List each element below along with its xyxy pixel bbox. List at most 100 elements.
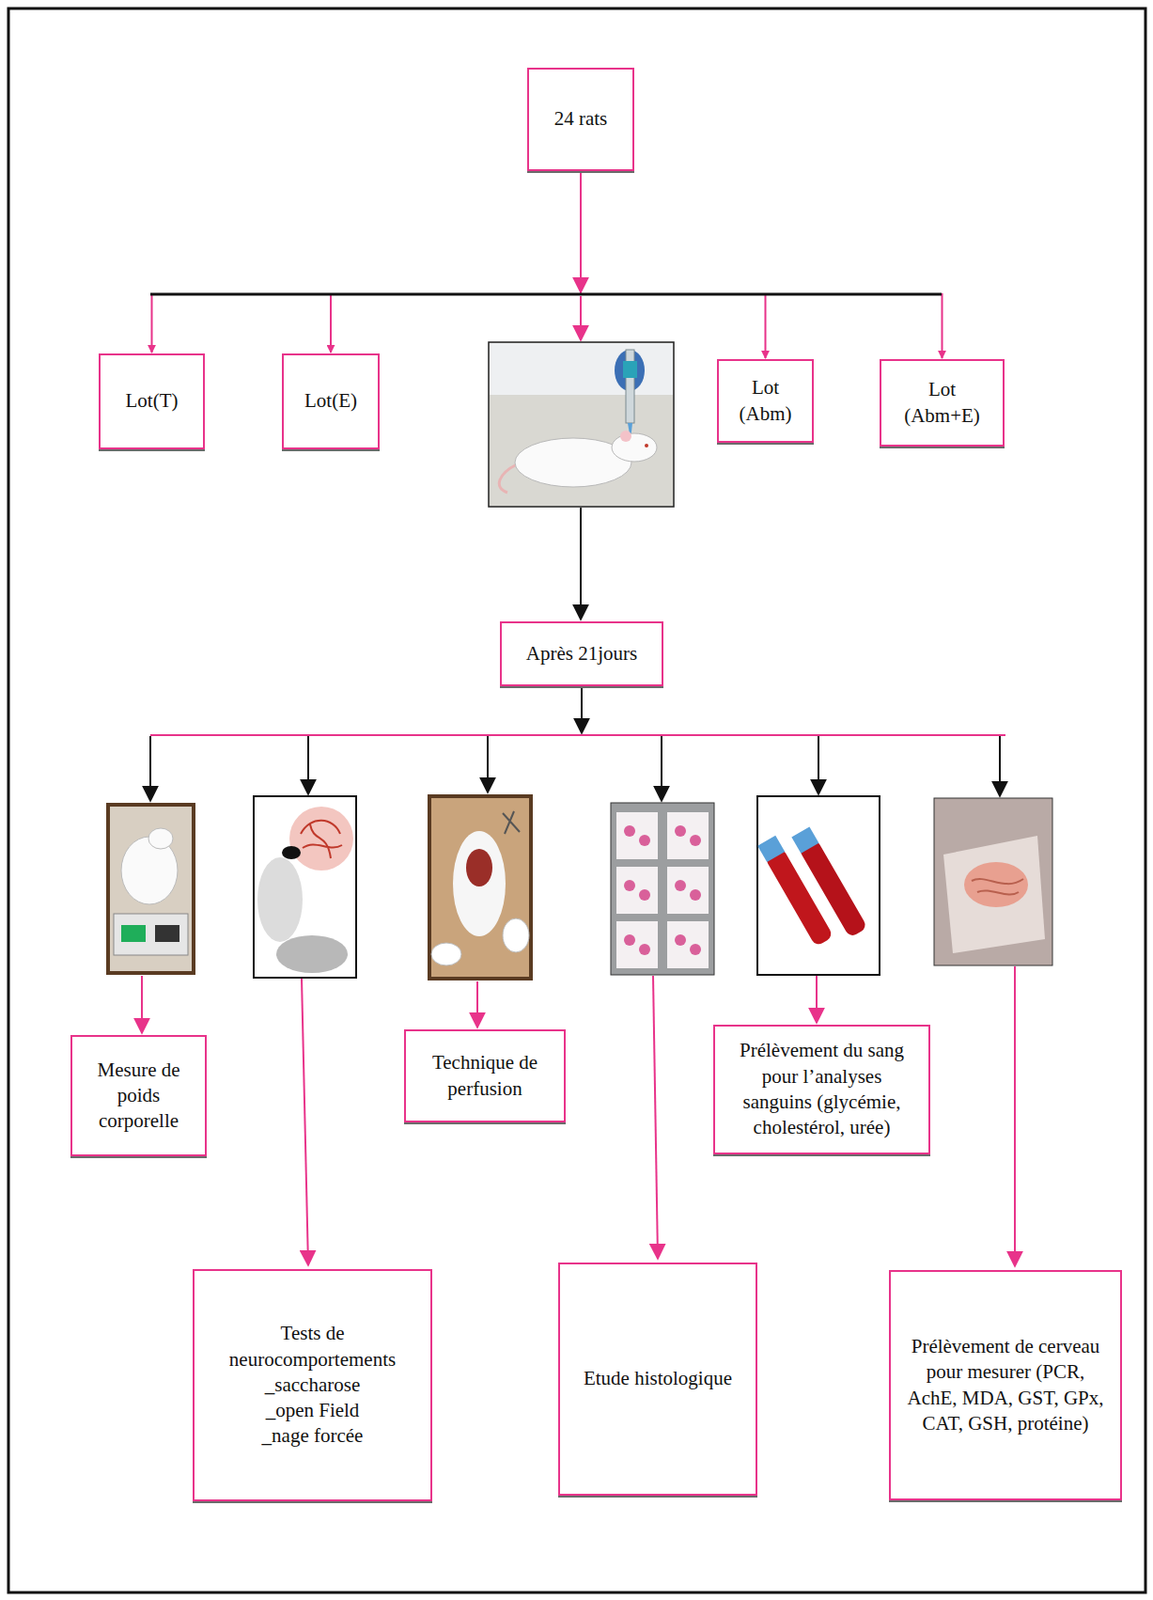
slides-photo xyxy=(667,811,709,859)
slides-photo xyxy=(616,811,658,859)
slides-photo xyxy=(610,802,715,975)
blood-tubes xyxy=(757,795,880,975)
weighing-photo xyxy=(121,836,178,904)
brain-graphic xyxy=(289,806,354,871)
process-box: Mesure de poids corporelle xyxy=(70,1034,207,1156)
split-bar xyxy=(579,296,582,341)
process-box: Lot(E) xyxy=(281,353,380,450)
flow-arrow xyxy=(580,171,943,359)
dissection-photo xyxy=(427,794,533,981)
slides-photo xyxy=(623,825,636,837)
distribution-bar xyxy=(486,735,489,793)
treatment-photo xyxy=(644,443,649,448)
blood-tubes xyxy=(791,825,819,853)
process-box: Lot(T) xyxy=(98,353,205,450)
brain-graphic xyxy=(276,934,348,973)
process-box: Lot (Abm+E) xyxy=(879,358,1005,447)
box-label: Mesure de poids corporelle xyxy=(88,1057,189,1135)
weighing-photo xyxy=(148,827,173,849)
box-label: 24 rats xyxy=(538,106,624,132)
dissection-photo xyxy=(466,848,493,887)
treatment-photo xyxy=(488,342,674,507)
slides-photo xyxy=(689,888,702,901)
box-label: Etude histologique xyxy=(571,1365,745,1391)
box-label: Lot (Abm) xyxy=(728,374,803,427)
slides-photo xyxy=(674,825,686,837)
slides-photo xyxy=(674,934,686,946)
brain-graphic xyxy=(300,820,343,858)
distribution-bar xyxy=(307,735,310,795)
box-label: Prélèvement de cerveau pour mesurer (PCR… xyxy=(902,1333,1109,1436)
dissection-photo xyxy=(431,942,462,966)
flow-arrow xyxy=(152,171,582,353)
brain-photo xyxy=(934,797,1053,966)
slides-photo xyxy=(616,866,658,914)
treatment-photo xyxy=(625,349,635,423)
result-arrows xyxy=(653,975,658,1259)
slides-photo xyxy=(667,866,709,914)
brain-graphic xyxy=(281,845,301,859)
weighing-photo xyxy=(113,913,188,955)
process-box: Prélèvement du sang pour l’analyses sang… xyxy=(713,1024,931,1154)
blood-tubes xyxy=(757,835,785,862)
process-box: 24 rats xyxy=(527,67,635,172)
slides-photo xyxy=(638,834,651,846)
weighing-photo xyxy=(155,924,180,942)
treatment-photo xyxy=(498,464,517,493)
brain-graphic xyxy=(257,856,303,942)
distribution-bar xyxy=(998,735,1001,796)
split-bar xyxy=(150,293,942,297)
weighing-photo xyxy=(109,806,192,971)
flow-arrow xyxy=(580,171,766,359)
dissection-photo xyxy=(452,830,506,936)
split-bar xyxy=(150,272,942,620)
result-arrows xyxy=(476,981,479,1028)
brain-graphic xyxy=(253,795,357,978)
dissection-photo xyxy=(427,794,533,981)
process-box: Etude histologique xyxy=(558,1262,758,1496)
split-bar xyxy=(579,272,582,293)
distribution-bar xyxy=(660,735,663,801)
slides-photo xyxy=(667,920,709,968)
treatment-photo xyxy=(623,360,638,378)
brain-photo xyxy=(943,835,1045,953)
box-label: Lot (Abm+E) xyxy=(902,376,982,429)
process-box: Après 21jours xyxy=(499,621,664,686)
blood-tubes xyxy=(797,838,868,938)
slides-photo xyxy=(623,879,636,891)
process-box: Technique de perfusion xyxy=(404,1028,566,1122)
box-label: Après 21jours xyxy=(511,640,653,667)
result-arrows xyxy=(301,978,309,1265)
result-arrows xyxy=(815,975,818,1023)
brain-photo xyxy=(971,878,1024,895)
result-arrows xyxy=(140,975,143,1033)
distribution-bar xyxy=(817,735,820,795)
box-label: Technique de perfusion xyxy=(419,1049,551,1102)
page-frame xyxy=(8,8,1146,1592)
treatment-photo xyxy=(620,430,632,442)
weighing-photo xyxy=(106,802,196,975)
distribution-bar xyxy=(149,735,152,801)
slides-photo xyxy=(674,879,686,891)
slides-photo xyxy=(689,943,702,955)
slides-photo xyxy=(638,943,651,955)
treatment-photo xyxy=(611,433,657,462)
weighing-photo xyxy=(106,802,196,975)
slides-photo xyxy=(689,834,702,846)
distribution-bar xyxy=(150,733,1006,736)
distribution-bar xyxy=(150,686,1006,801)
brain-photo xyxy=(934,797,1053,966)
blood-tubes xyxy=(757,795,880,975)
box-label: Lot(T) xyxy=(109,388,194,414)
split-bar xyxy=(579,507,582,620)
box-label: Prélèvement du sang pour l’analyses sang… xyxy=(726,1037,918,1140)
result-arrows xyxy=(141,966,1015,1266)
box-label: _saccharose xyxy=(205,1371,420,1398)
slides-photo xyxy=(616,920,658,968)
distribution-bar xyxy=(580,686,583,733)
dissection-photo xyxy=(502,810,520,834)
box-label: _nage forcée xyxy=(205,1422,420,1449)
process-box: Prélèvement de cerveau pour mesurer (PCR… xyxy=(888,1269,1122,1500)
treatment-photo xyxy=(489,342,673,395)
blood-tubes xyxy=(757,818,868,955)
